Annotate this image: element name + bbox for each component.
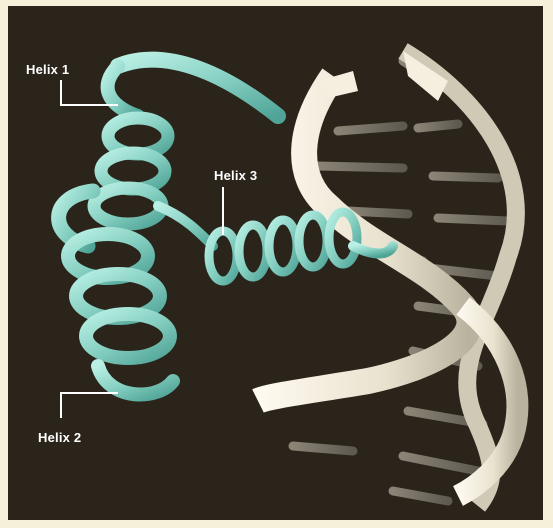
helix-1-leader-vertical [60, 80, 62, 106]
helix-2-label: Helix 2 [38, 430, 81, 445]
helix-3-leader [222, 187, 224, 235]
helix-1-leader-horizontal [60, 104, 118, 106]
protein-dna-illustration [8, 6, 547, 524]
figure-frame: Helix 1 Helix 3 Helix 2 [6, 4, 545, 522]
helix-2-leader-vertical [60, 392, 62, 418]
helix-1-label: Helix 1 [26, 62, 69, 77]
helix-3-label: Helix 3 [214, 168, 257, 183]
helix-2-leader-horizontal [60, 392, 118, 394]
